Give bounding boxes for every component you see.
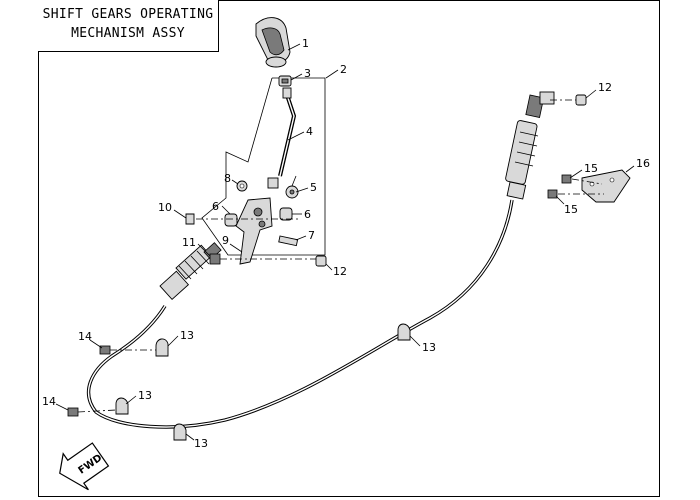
shift-nut [278,75,292,87]
callout-13-d: 13 [194,437,208,450]
cable-end-fitting [209,253,221,265]
callout-15-b: 15 [564,203,578,216]
callout-11: 11 [182,236,196,249]
shift-ball-joint [285,175,299,199]
callout-13-b: 13 [422,341,436,354]
washer-small [236,180,248,192]
nut-upper-right [575,94,587,106]
leader-lines [55,43,635,441]
callout-14-b: 14 [42,395,56,408]
callout-13-a: 13 [180,329,194,342]
callout-16: 16 [636,157,650,170]
align-line-clamp-3 [77,409,117,413]
shift-pin [278,235,299,247]
cable-clamp-2 [397,323,411,341]
cable-clamp-4 [173,423,187,441]
callout-3: 3 [304,67,311,80]
title-box: SHIFT GEARS OPERATING MECHANISM ASSY [38,0,219,52]
forward-arrow: FWD [59,442,110,491]
title-line-1: SHIFT GEARS OPERATING [42,7,214,22]
shift-lever-rod [278,87,297,177]
retaining-clip [185,213,195,225]
callout-14-a: 14 [78,330,92,343]
callout-4: 4 [306,125,313,138]
callout-1: 1 [302,37,309,50]
callout-15-a: 15 [584,162,598,175]
callout-13-c: 13 [138,389,152,402]
shift-knob [255,17,291,68]
lever-bracket [235,177,279,265]
align-line-bracket-1 [571,178,603,185]
cable-boot-front [159,242,222,301]
shift-cable [86,91,555,429]
cable-clamp-1 [155,338,169,357]
nut-lower [315,255,327,267]
callout-7: 7 [308,229,315,242]
callout-6-left: 6 [212,200,219,213]
assembly-outline [201,77,326,256]
diagram-frame [38,0,660,497]
callout-2: 2 [340,63,347,76]
bolt-lower [67,407,79,417]
callout-12-upper: 12 [598,81,612,94]
callout-10: 10 [158,201,172,214]
callout-12-lower: 12 [333,265,347,278]
cable-clamp-3 [115,397,129,415]
bracket-bolt-lower [547,189,558,199]
title-line-2: MECHANISM ASSY [71,26,185,41]
bushing-right [279,207,293,221]
callout-9: 9 [222,234,229,247]
callout-5: 5 [310,181,317,194]
bushing-left [224,213,238,227]
cable-boot-rear [505,91,555,200]
callout-8: 8 [224,172,231,185]
callout-6-right: 6 [304,208,311,221]
bracket-bolt-upper [561,174,572,184]
